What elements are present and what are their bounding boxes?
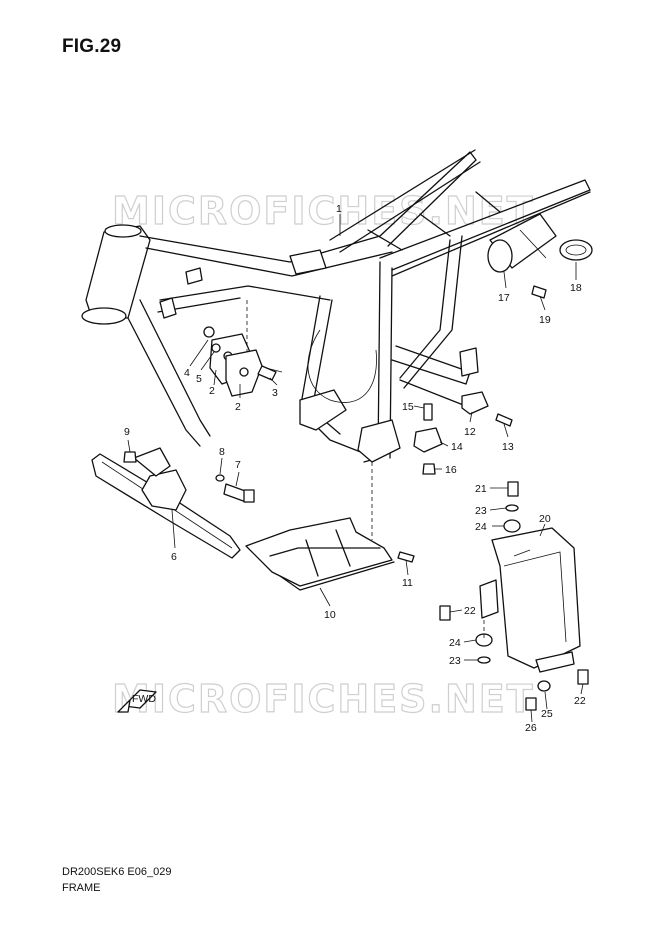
bolt-7 [223,483,255,503]
battery-case-20 [479,527,581,673]
collar-23-upper [505,504,519,512]
callout-5: 5 [196,373,202,385]
bolt-22-right [577,669,589,685]
callout-2b: 2 [235,401,241,413]
callout-14: 14 [451,441,463,453]
fwd-label: FWD [132,693,156,705]
frame-guard [91,447,241,559]
callout-23b: 23 [449,655,461,667]
bolt-13 [495,413,513,427]
canister-17 [487,213,557,273]
nut-16 [422,463,436,475]
callout-11: 11 [402,577,413,589]
callout-26: 26 [525,722,537,734]
bolt-11 [397,551,415,563]
figure-code: DR200SEK6 E06_029 [62,866,172,878]
callout-1: 1 [336,203,342,215]
bolt-22-left [439,605,451,621]
nut-9 [123,451,137,463]
callout-4: 4 [184,367,190,379]
washer-8 [215,474,225,482]
callout-7: 7 [235,459,241,471]
callout-24a: 24 [475,521,487,533]
callout-22b: 22 [574,695,586,707]
callout-13: 13 [502,441,514,453]
cushion-25 [537,680,551,692]
callout-9: 9 [124,426,130,438]
callout-12: 12 [464,426,476,438]
figure-name: FRAME [62,882,101,894]
callout-6: 6 [171,551,177,563]
plug-26 [525,697,537,711]
callout-3: 3 [272,387,278,399]
figure-title: FIG.29 [62,36,122,57]
callout-23a: 23 [475,505,487,517]
callout-25: 25 [541,708,553,720]
watermark-top: MICROFICHES.NET [112,189,535,233]
callout-21: 21 [475,483,487,495]
bolt-15 [423,403,433,421]
callout-22a: 22 [464,605,476,617]
watermark-bottom: MICROFICHES.NET [112,677,535,721]
callout-8: 8 [219,446,225,458]
rubber-block-12 [461,391,489,415]
callout-18: 18 [570,282,582,294]
forward-arrow-icon: FWD [117,689,157,713]
bolt-21 [507,481,519,497]
callout-10: 10 [324,609,336,621]
collar-23-lower [477,656,491,664]
bolt-19 [531,285,547,299]
leader-lines [127,214,584,723]
callout-17: 17 [498,292,510,304]
callout-19: 19 [539,314,551,326]
bolt-3 [257,365,283,381]
callout-24b: 24 [449,637,461,649]
rubber-block-14 [413,427,443,453]
lower-cradle [245,517,395,591]
callout-20: 20 [539,513,551,525]
grommet-24-upper [503,519,521,533]
callout-15: 15 [402,401,414,413]
callout-16: 16 [445,464,457,476]
engine-mount-bracket [203,326,263,397]
callout-2a: 2 [209,385,215,397]
clamp-18 [559,239,593,261]
main-frame [81,149,591,463]
